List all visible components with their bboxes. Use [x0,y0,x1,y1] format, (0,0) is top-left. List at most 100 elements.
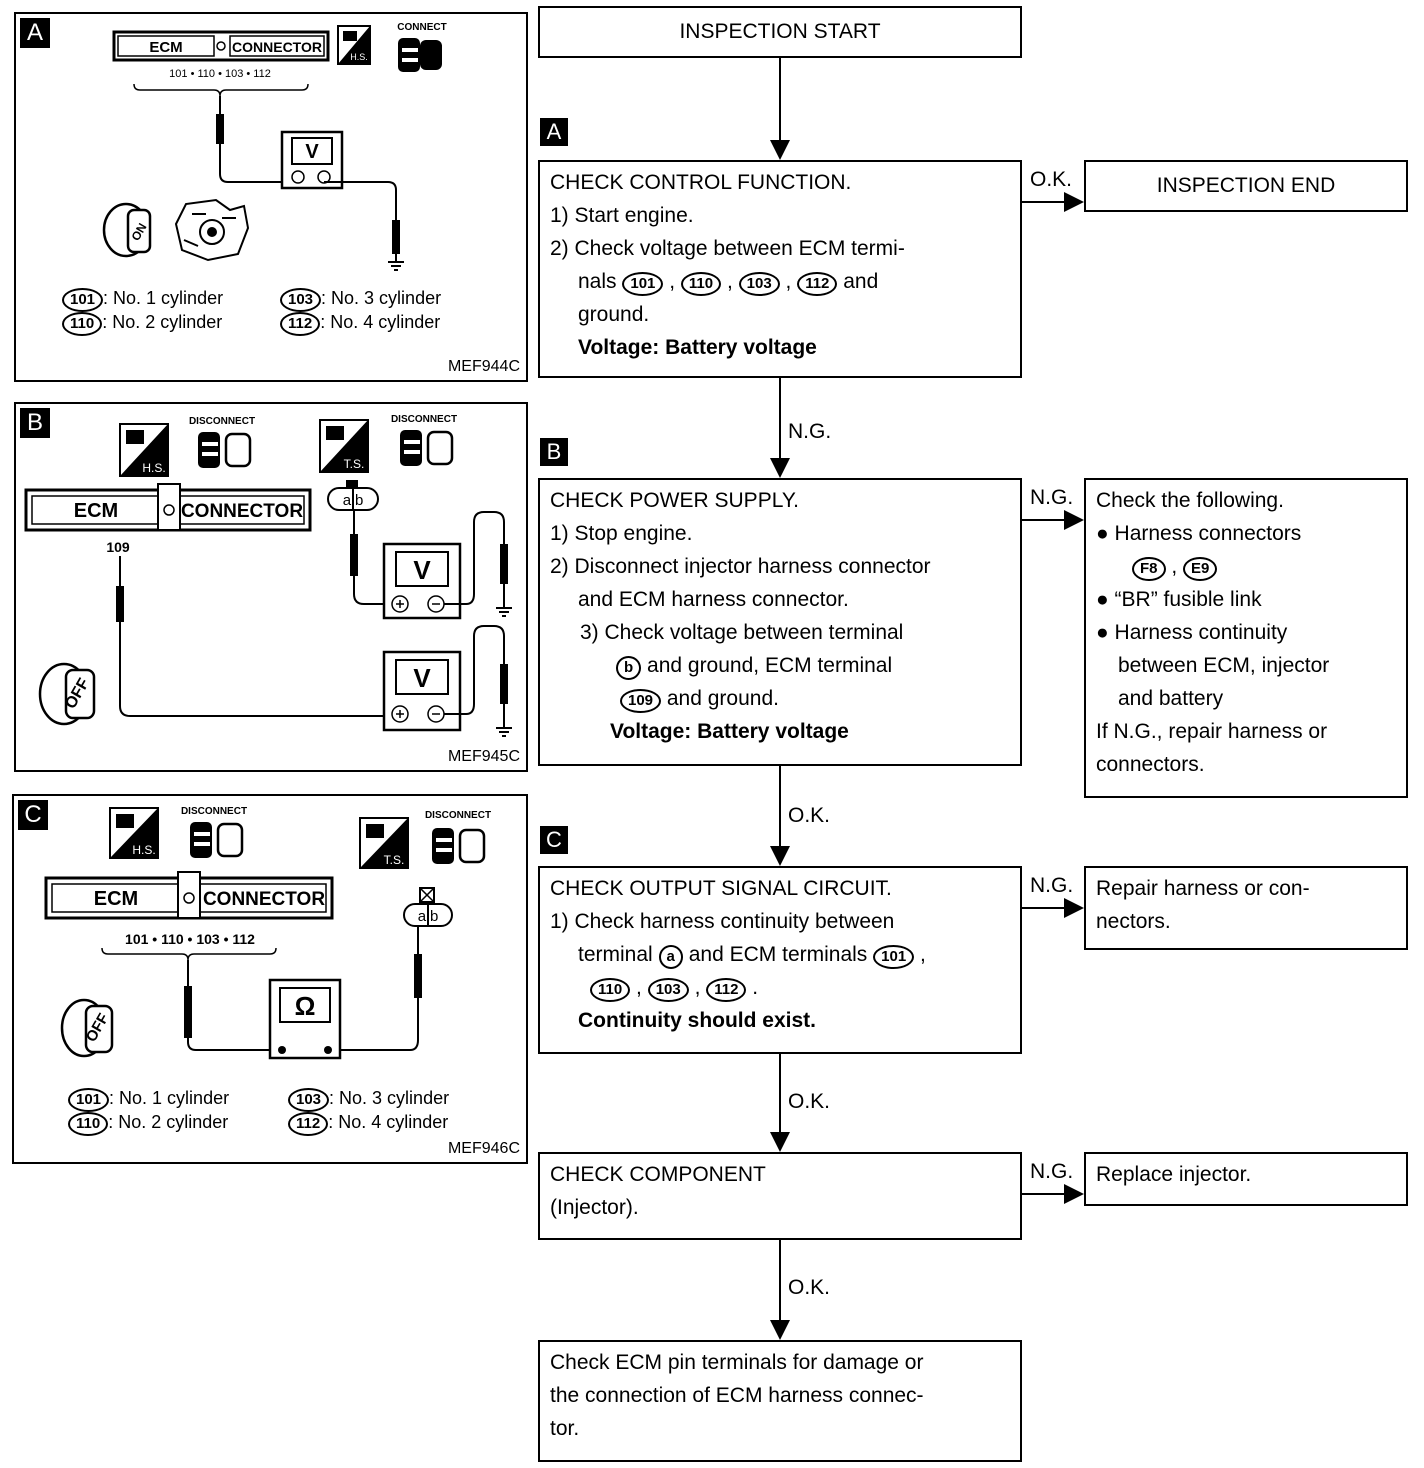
ecm-label: ECM [74,500,118,522]
repair-harness-box: Repair harness or con- nectors. [1084,866,1408,950]
step-tag-b: B [540,438,568,466]
step-d-line-1: (Injector). [550,1196,639,1219]
following-note-1: If N.G., repair harness or [1096,720,1328,743]
final-line-1: Check ECM pin terminals for damage or [550,1351,924,1374]
ground-icon-1 [496,607,512,617]
panel-b-drawing: H.S. DISCONNECT T.S. DISCONNECT ECM [24,414,512,737]
injector-connector-ab: a|b [327,480,379,511]
cyl-legend-3: 103: No. 3 cylinder [280,288,441,312]
ecm-connector-shape [112,30,330,62]
inspection-end-box: INSPECTION END [1084,160,1408,212]
ground-icon [388,261,404,271]
svg-text:T.S.: T.S. [384,853,405,867]
step-b-line-1: 1) Stop engine. [550,522,693,545]
step-b-line-3: and ECM harness connector. [578,588,849,611]
inspection-end-label: INSPECTION END [1156,174,1336,197]
check-control-function-box: CHECK CONTROL FUNCTION. 1) Start engine.… [538,160,1022,378]
step-b-title: CHECK POWER SUPPLY. [550,489,799,512]
ng-label-a: N.G. [788,420,832,443]
inspection-start-label: INSPECTION START [679,20,881,43]
plug-disconnect-icon-2 [432,828,486,864]
svg-text:Ω: Ω [295,991,316,1021]
disconnect-label-1: DISCONNECT [181,806,247,817]
svg-text:H.S.: H.S. [132,843,155,857]
svg-text:a|b: a|b [343,492,364,509]
panel-b-letter: B [20,408,50,438]
voltmeter-icon: V [280,130,344,190]
figure-code: MEF944C [447,358,520,375]
ignition-key-off-icon: OFF [38,662,96,726]
final-line-3: tor. [550,1417,580,1440]
step-a-line-3: nals 101 , 110 , 103 , 112 and [550,265,1010,298]
svg-text:V: V [305,141,319,163]
step-c-line-2: terminal a and ECM terminals 101 , [550,938,1010,971]
following-item-3c: and battery [1118,687,1224,710]
ecm-label: ECM [149,39,182,56]
disconnect-label-1: DISCONNECT [189,416,255,427]
step-a-line-4: ground. [578,303,650,326]
repair-line-2: nectors. [1096,910,1171,933]
inspection-start-box: INSPECTION START [538,6,1022,58]
step-b-line-4: 3) Check voltage between terminal [580,621,904,644]
ok-label-c: O.K. [788,1090,831,1113]
hs-icon: H.S. [119,423,169,477]
terminals-label: 101 • 110 • 103 • 112 [169,68,271,80]
following-item-3: ● Harness continuity [1096,621,1288,644]
terminal-109-label: 109 [106,539,130,555]
figure-code: MEF945C [447,748,520,765]
step-a-line-2: 2) Check voltage between ECM termi- [550,237,905,260]
panel-c-letter: C [18,800,48,830]
following-note-2: connectors. [1096,753,1205,776]
hs-icon: H.S. [109,807,159,859]
following-item-3b: between ECM, injector [1118,654,1330,677]
voltmeter-icon-1: V [382,542,462,620]
svg-text:T.S.: T.S. [344,457,365,471]
ecm-label: ECM [94,888,138,910]
cyl-legend-2: 110: No. 2 cylinder [68,1112,228,1136]
ground-icon-2 [496,727,512,737]
ng-label-b: N.G. [1030,486,1074,509]
connector-label: CONNECTOR [181,501,303,522]
ok-label-a: O.K. [1030,168,1073,191]
hs-icon: H.S. [337,25,371,65]
step-a-spec: Voltage: Battery voltage [578,336,817,359]
injector-connector-ab: a|b [403,887,453,927]
ts-icon: T.S. [319,419,369,473]
repair-line-1: Repair harness or con- [1096,877,1310,900]
cyl-legend-4: 112: No. 4 cylinder [280,312,440,336]
step-b-line-6: 109 and ground. [550,682,1010,715]
ignition-key-off-icon: OFF [60,998,114,1058]
ok-label-d: O.K. [788,1276,831,1299]
step-c-title: CHECK OUTPUT SIGNAL CIRCUIT. [550,877,892,900]
svg-text:H.S.: H.S. [142,461,165,475]
step-b-line-2: 2) Disconnect injector harness connector [550,555,931,578]
ng-label-d: N.G. [1030,1160,1074,1183]
engine-icon [174,198,250,262]
cyl-legend-1: 101: No. 1 cylinder [62,288,223,312]
panel-a: A ECM CONNECTOR 101 • 110 • 103 • 112 H.… [14,12,528,382]
connect-label: CONNECT [397,22,446,33]
svg-text:V: V [413,555,431,585]
panel-a-drawing: ECM CONNECTOR 101 • 110 • 103 • 112 H.S.… [102,22,447,271]
ng-label-c: N.G. [1030,874,1074,897]
svg-text:a|b: a|b [418,908,439,925]
panel-a-letter: A [20,18,50,48]
plug-disconnect-icon-1 [190,822,244,858]
cyl-legend-4: 112: No. 4 cylinder [288,1112,448,1136]
step-a-line-1: 1) Start engine. [550,204,694,227]
step-c-line-1: 1) Check harness continuity between [550,910,895,933]
following-item-1: ● Harness connectors [1096,522,1302,545]
panel-c: C H.S. DISCONNECT T.S. DISCONNECT [12,794,528,1164]
terminals-label: 101 • 110 • 103 • 112 [125,931,255,947]
svg-text:V: V [413,663,431,693]
disconnect-label-2: DISCONNECT [391,414,457,425]
check-component-box: CHECK COMPONENT (Injector). [538,1152,1022,1240]
disconnect-label-2: DISCONNECT [425,810,491,821]
plug-connect-icon [398,38,442,72]
figure-code: MEF946C [447,1140,520,1157]
step-tag-c: C [540,826,568,854]
connector-label: CONNECTOR [232,39,322,55]
svg-text:H.S.: H.S. [350,52,368,62]
step-b-spec: Voltage: Battery voltage [610,720,849,743]
replace-injector-label: Replace injector. [1096,1163,1252,1186]
